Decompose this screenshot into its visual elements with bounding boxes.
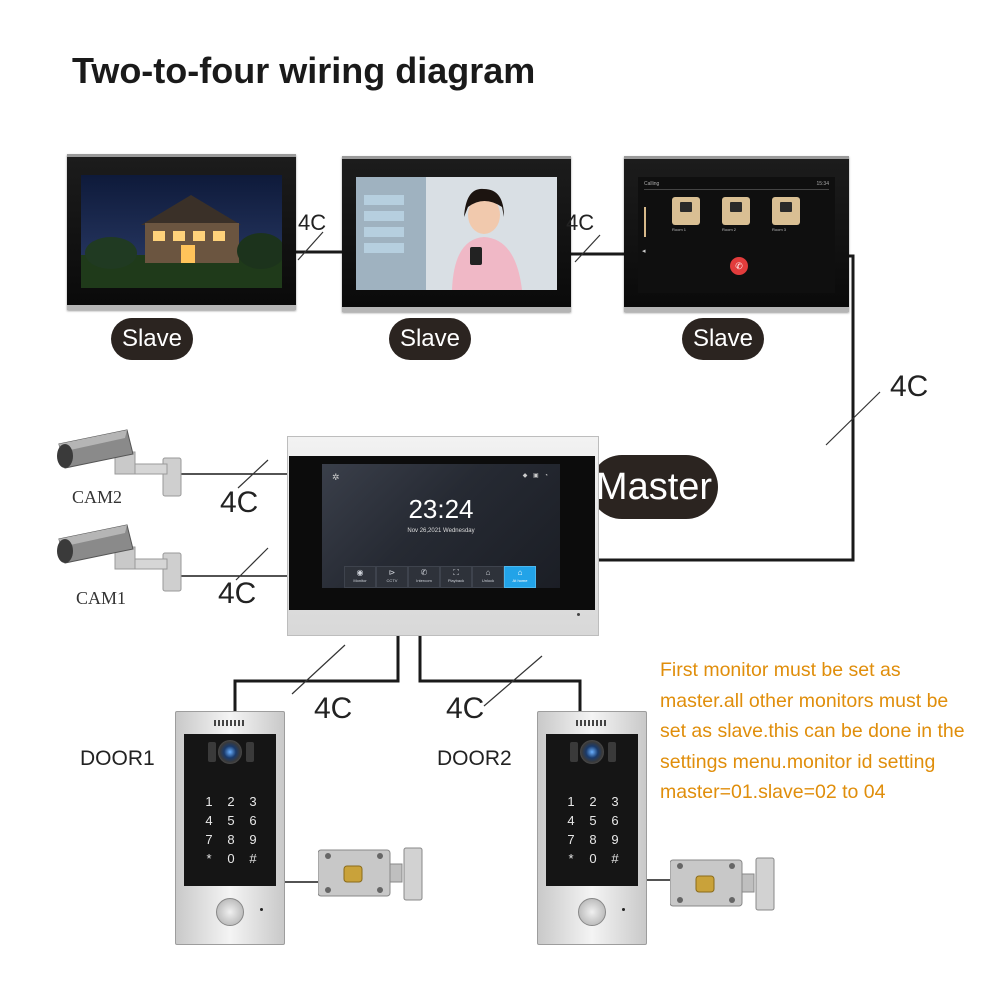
phone-icon: ✆ <box>420 568 428 577</box>
cam1-bullet-camera-icon <box>55 523 185 593</box>
tick-slave2-slave3 <box>574 234 601 263</box>
note-line: master.all other monitors must be <box>660 689 949 712</box>
slave3-time: 15:34 <box>816 181 829 187</box>
calling-room-screen: Calling 15:34 ◂ Room 1 Room 2 Room 3 ✆ <box>638 177 835 293</box>
setup-note: First monitor must be set as master.all … <box>660 655 980 808</box>
cctv-button[interactable]: ⊳CCTV <box>376 566 408 588</box>
wire-label-slave2-slave3: 4C <box>566 210 595 235</box>
door1-call-button[interactable] <box>216 898 244 926</box>
at-home-button[interactable]: ⌂At home <box>504 566 536 588</box>
ir-led <box>608 742 616 762</box>
camera-lens-icon <box>218 740 242 764</box>
wire-label-cam2: 4C <box>220 486 259 519</box>
master-clock: 23:24 <box>408 494 474 524</box>
note-line: master=01.slave=02 to 04 <box>660 781 886 803</box>
speaker-grille <box>214 720 246 726</box>
cam1-label: CAM1 <box>76 588 127 608</box>
note-line: set as slave.this can be done in the <box>660 720 965 742</box>
tick-cam1 <box>235 547 269 581</box>
tick-slave3-master <box>825 391 881 446</box>
master-screen: ✲ ◆ ▣ ◔ 23:24 Nov 26,2021 Wednesday ◉Mon… <box>322 464 560 588</box>
wire-label-slave1-slave2: 4C <box>298 210 327 235</box>
ir-led <box>246 742 254 762</box>
mic-dot <box>260 908 263 911</box>
hangup-button[interactable]: ✆ <box>730 257 748 275</box>
wire-label-door2: 4C <box>446 692 485 725</box>
volume-bar <box>644 207 646 237</box>
playback-button[interactable]: ⛶Playback <box>440 566 472 588</box>
ir-led <box>208 742 216 762</box>
master-indicator-dot <box>577 613 580 616</box>
slave-monitor-2 <box>342 156 571 312</box>
calling-status: Calling <box>644 181 660 187</box>
ir-led <box>570 742 578 762</box>
master-label: Master <box>590 455 718 519</box>
slave-monitor-3: Calling 15:34 ◂ Room 1 Room 2 Room 3 ✆ <box>624 156 849 312</box>
woman-with-phone-photo <box>356 177 557 293</box>
slave-label-3: Slave <box>682 318 764 360</box>
monitor-button[interactable]: ◉Monitor <box>344 566 376 588</box>
cctv-icon: ⊳ <box>388 568 396 577</box>
speaker-grille <box>576 720 608 726</box>
slave-monitor-1 <box>67 154 296 310</box>
door2-electric-lock-icon <box>669 856 776 912</box>
house-night-photo <box>81 175 282 291</box>
door1-electric-lock-icon <box>317 846 424 902</box>
door1-label: DOOR1 <box>80 747 155 770</box>
phone-icon <box>680 202 692 212</box>
unlock-button[interactable]: ⌂Unlock <box>472 566 504 588</box>
note-line: settings menu.monitor id setting <box>660 750 936 773</box>
note-line: First monitor must be set as <box>660 659 901 681</box>
page-title: Two-to-four wiring diagram <box>72 50 536 91</box>
wire-door1 <box>233 636 400 714</box>
door2-call-button[interactable] <box>578 898 606 926</box>
intercom-button[interactable]: ✆Intercom <box>408 566 440 588</box>
room-3-button[interactable] <box>772 197 800 225</box>
room-2-button[interactable] <box>722 197 750 225</box>
room-1-label: Room 1 <box>672 227 687 232</box>
playback-icon: ⛶ <box>453 568 459 577</box>
wire-label-door1: 4C <box>314 692 353 725</box>
slave-label-2: Slave <box>389 318 471 360</box>
wire-label-slave3-master: 4C <box>890 370 929 403</box>
unlock-icon: ⌂ <box>485 568 491 577</box>
cam2-bullet-camera-icon <box>55 428 185 498</box>
door2-label: DOOR2 <box>437 747 512 770</box>
slave-label-1: Slave <box>111 318 193 360</box>
tick-slave1-slave2 <box>297 231 324 261</box>
speaker-icon: ◂ <box>642 248 646 255</box>
gear-icon[interactable]: ✲ <box>332 472 340 482</box>
tick-cam2 <box>237 459 269 489</box>
tick-door1 <box>291 644 346 695</box>
wire-slave3-master <box>597 254 855 562</box>
room-2-label: Room 2 <box>722 227 737 232</box>
master-date: Nov 26,2021 Wednesday <box>407 528 475 534</box>
status-icons: ◆ ▣ ◔ <box>522 473 550 479</box>
slave3-divider <box>644 189 829 190</box>
cam2-label: CAM2 <box>72 487 123 507</box>
wire-label-cam1: 4C <box>218 577 257 610</box>
phone-icon <box>730 202 742 212</box>
home-icon: ⌂ <box>517 568 523 577</box>
tick-door2 <box>483 655 543 707</box>
wire-door2 <box>418 636 582 714</box>
room-3-label: Room 3 <box>772 227 787 232</box>
room-1-button[interactable] <box>672 197 700 225</box>
eye-icon: ◉ <box>356 568 364 577</box>
mic-dot <box>622 908 625 911</box>
camera-lens-icon <box>580 740 604 764</box>
phone-icon <box>780 202 792 212</box>
